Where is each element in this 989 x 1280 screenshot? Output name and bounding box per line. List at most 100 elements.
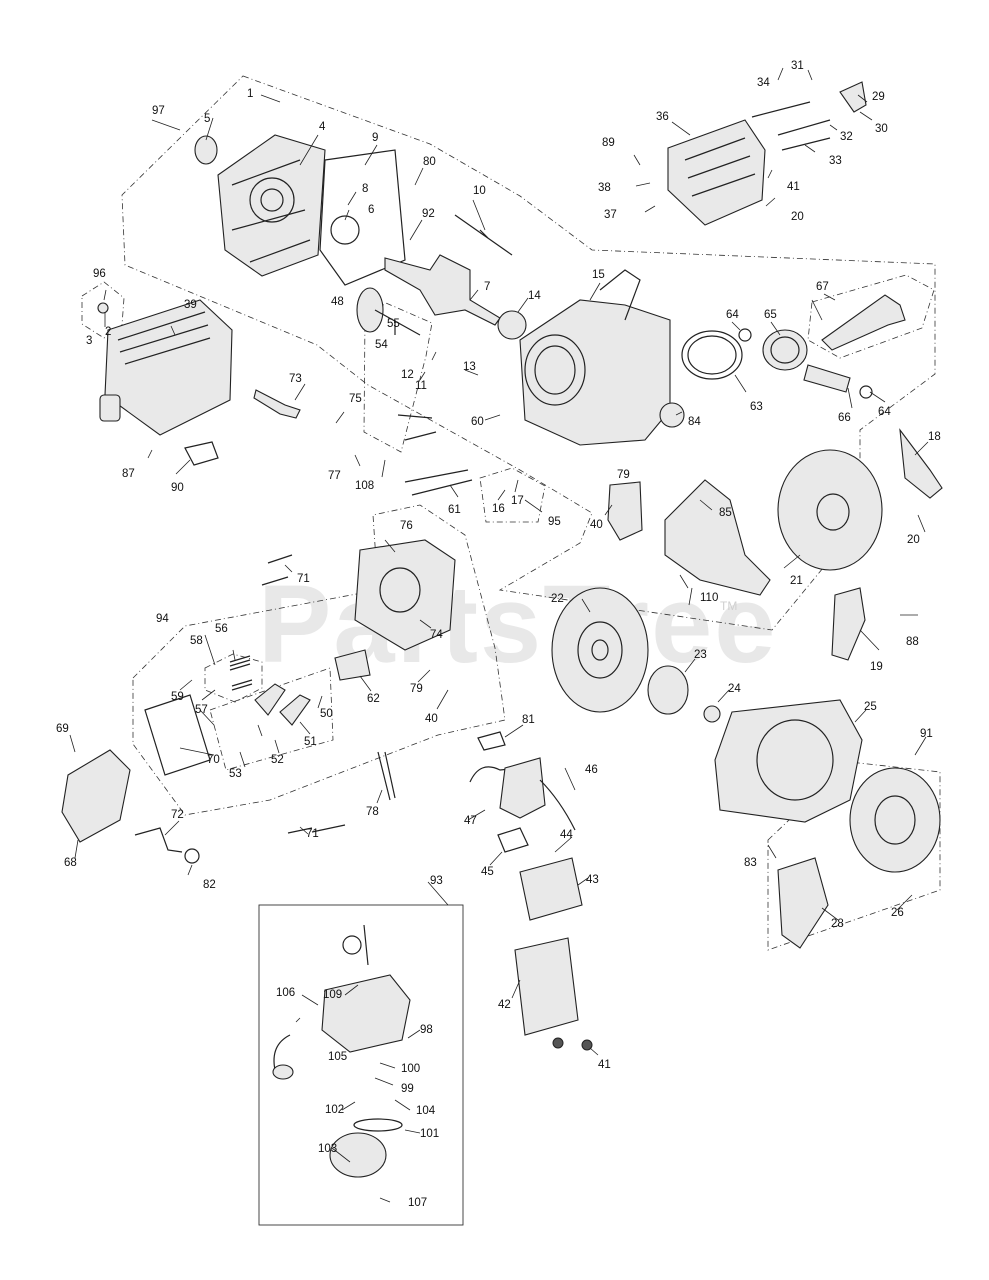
callout-62: 62: [367, 693, 380, 705]
callout-110: 110: [700, 592, 718, 604]
piston-pin-part: [803, 364, 851, 393]
callout-64-left: 64: [726, 309, 739, 321]
callout-57: 57: [195, 704, 208, 716]
callout-54: 54: [375, 339, 388, 351]
callout-105: 105: [328, 1051, 347, 1063]
callout-11: 11: [415, 380, 427, 392]
callout-89: 89: [602, 137, 615, 149]
callout-12: 12: [401, 369, 414, 381]
ignition-coil-part: [899, 428, 943, 499]
callout-109: 109: [323, 989, 342, 1001]
callout-77: 77: [328, 470, 341, 482]
callout-37: 37: [604, 209, 617, 221]
callout-20-top: 20: [791, 211, 804, 223]
breather-hose-part: [134, 827, 183, 853]
pushrods-part: [404, 469, 473, 496]
callout-73: 73: [289, 373, 302, 385]
air-filter-cover-part: [519, 857, 583, 921]
gasket-part: [319, 149, 406, 286]
callout-20-right: 20: [907, 534, 920, 546]
piston-rings-part: [681, 330, 743, 380]
callout-21: 21: [790, 575, 803, 587]
callout-labels: 1 2 3 4 5 6 7 8 9 10 11 12 13 14 15 16 1…: [56, 60, 941, 1209]
callout-7: 7: [484, 281, 490, 293]
callout-100: 100: [401, 1063, 420, 1075]
fuel-line-carburetor-part: [469, 757, 576, 831]
callout-70: 70: [207, 754, 220, 766]
blower-housing-part: [714, 699, 863, 823]
callout-39: 39: [184, 299, 197, 311]
callout-47: 47: [464, 815, 477, 827]
callout-87: 87: [122, 468, 135, 480]
callout-90: 90: [171, 482, 184, 494]
callout-67: 67: [816, 281, 829, 293]
callout-65: 65: [764, 309, 777, 321]
callout-104: 104: [416, 1105, 436, 1117]
starter-cup-part: [647, 665, 689, 715]
callout-40-upper: 40: [590, 519, 603, 531]
callout-41-top: 41: [787, 181, 800, 193]
callout-3: 3: [86, 335, 92, 347]
callout-52: 52: [271, 754, 284, 766]
group-108-outline: [363, 302, 433, 453]
callout-30: 30: [875, 123, 888, 135]
callout-29: 29: [872, 91, 885, 103]
starter-handle-part: [777, 857, 829, 949]
watermark-trademark: TM: [720, 599, 737, 613]
callout-72: 72: [171, 809, 184, 821]
valve-springs-part: [229, 655, 253, 691]
gasket-81-part: [477, 731, 506, 751]
bearing-14-part: [497, 310, 527, 340]
callout-51: 51: [304, 736, 317, 748]
callout-46: 46: [585, 764, 598, 776]
callout-106: 106: [276, 987, 295, 999]
fastener-41b-part: [581, 1039, 593, 1051]
callout-55: 55: [387, 318, 400, 330]
callout-36: 36: [656, 111, 669, 123]
callout-68: 68: [64, 857, 77, 869]
callout-28: 28: [831, 918, 844, 930]
rocker-arm-b-part: [279, 694, 311, 726]
callout-64-right: 64: [878, 406, 891, 418]
head-gasket-part: [144, 694, 211, 776]
fastener-41-part: [552, 1037, 564, 1049]
callout-5: 5: [204, 113, 210, 125]
fan-housing-part: [777, 449, 883, 571]
callout-59: 59: [171, 691, 184, 703]
callout-108: 108: [355, 480, 374, 492]
callout-40-lower: 40: [425, 713, 438, 725]
callout-13: 13: [463, 361, 476, 373]
callout-83: 83: [744, 857, 757, 869]
callout-81: 81: [522, 714, 535, 726]
group-67-outline: [807, 274, 935, 359]
callout-56: 56: [215, 623, 228, 635]
callout-58: 58: [190, 635, 203, 647]
callout-45: 45: [481, 866, 494, 878]
callout-33: 33: [829, 155, 842, 167]
callout-2: 2: [105, 326, 111, 338]
callout-19: 19: [870, 661, 883, 673]
callout-66: 66: [838, 412, 851, 424]
callout-96: 96: [93, 268, 106, 280]
callout-14: 14: [528, 290, 541, 302]
callout-78: 78: [366, 806, 379, 818]
callout-103: 103: [318, 1143, 337, 1155]
callout-38: 38: [598, 182, 611, 194]
callout-43: 43: [586, 874, 599, 886]
callout-9: 9: [372, 132, 378, 144]
governor-part: [454, 214, 513, 256]
group-95-outline: [479, 467, 546, 523]
callout-15: 15: [592, 269, 605, 281]
rods-32-33-part: [751, 101, 831, 151]
connecting-rod-part: [821, 294, 906, 351]
callout-34: 34: [757, 77, 770, 89]
callout-79-upper: 79: [617, 469, 630, 481]
callout-94: 94: [156, 613, 169, 625]
partstree-watermark: PartsTree: [258, 563, 777, 686]
callout-48: 48: [331, 296, 344, 308]
callout-23: 23: [694, 649, 707, 661]
seal-84-part: [659, 402, 685, 428]
callout-18: 18: [928, 431, 941, 443]
callout-26: 26: [891, 907, 904, 919]
callout-80: 80: [423, 156, 436, 168]
